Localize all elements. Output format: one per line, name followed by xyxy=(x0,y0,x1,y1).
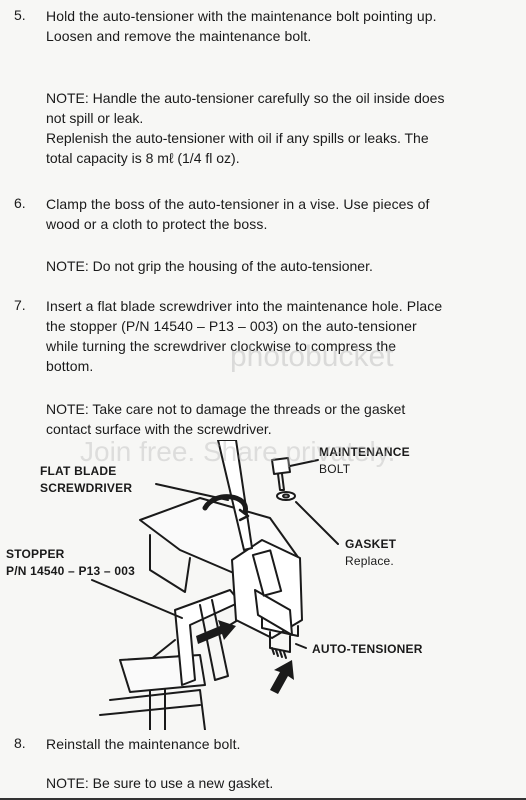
step-number: 5. xyxy=(14,7,26,23)
auto-tensioner-figure xyxy=(91,440,339,730)
screwdriver-icon xyxy=(202,440,253,551)
step-note: NOTE: Be sure to use a new gasket. xyxy=(46,775,274,791)
label-maintenance: MAINTENANCE xyxy=(319,445,410,459)
step-note: Replenish the auto-tensioner with oil if… xyxy=(46,130,429,166)
watermark-logo: photobucket xyxy=(230,340,394,373)
label-screwdriver: SCREWDRIVER xyxy=(40,481,133,495)
step-text: Clamp the boss of the auto-tensioner in … xyxy=(46,196,430,232)
leader-gasket xyxy=(295,501,339,545)
step-text: Hold the auto-tensioner with the mainten… xyxy=(46,8,437,44)
step-note: NOTE: Take care not to damage the thread… xyxy=(46,401,406,437)
label-replace: Replace. xyxy=(345,554,394,568)
label-stopper-pn: P/N 14540 – P13 – 003 xyxy=(6,564,135,578)
label-stopper: STOPPER xyxy=(6,547,65,561)
step-text: Reinstall the maintenance bolt. xyxy=(46,736,241,752)
step-note: NOTE: Do not grip the housing of the aut… xyxy=(46,258,373,274)
step-text: Insert a flat blade screwdriver into the… xyxy=(46,298,443,374)
watermark-tagline: Join free. Share privately. xyxy=(80,436,396,467)
bottom-rule xyxy=(0,798,526,800)
step-number: 6. xyxy=(14,195,26,211)
step-number: 7. xyxy=(14,297,26,313)
bolt-icon xyxy=(271,457,291,491)
gasket-icon xyxy=(276,491,296,501)
leader-screwdriver xyxy=(155,483,229,501)
leader-auto-tensioner xyxy=(295,643,307,649)
label-auto-tensioner: AUTO-TENSIONER xyxy=(312,642,423,656)
step-number: 8. xyxy=(14,735,26,751)
arrow-icon xyxy=(196,620,294,694)
leader-stopper xyxy=(91,579,183,619)
leader-maintenance-bolt xyxy=(289,459,319,467)
label-flat-blade: FLAT BLADE xyxy=(40,464,117,478)
label-gasket: GASKET xyxy=(345,537,397,551)
step-note: NOTE: Handle the auto-tensioner carefull… xyxy=(46,90,445,126)
label-bolt: BOLT xyxy=(319,462,351,476)
auto-tensioner-icon xyxy=(231,539,303,659)
